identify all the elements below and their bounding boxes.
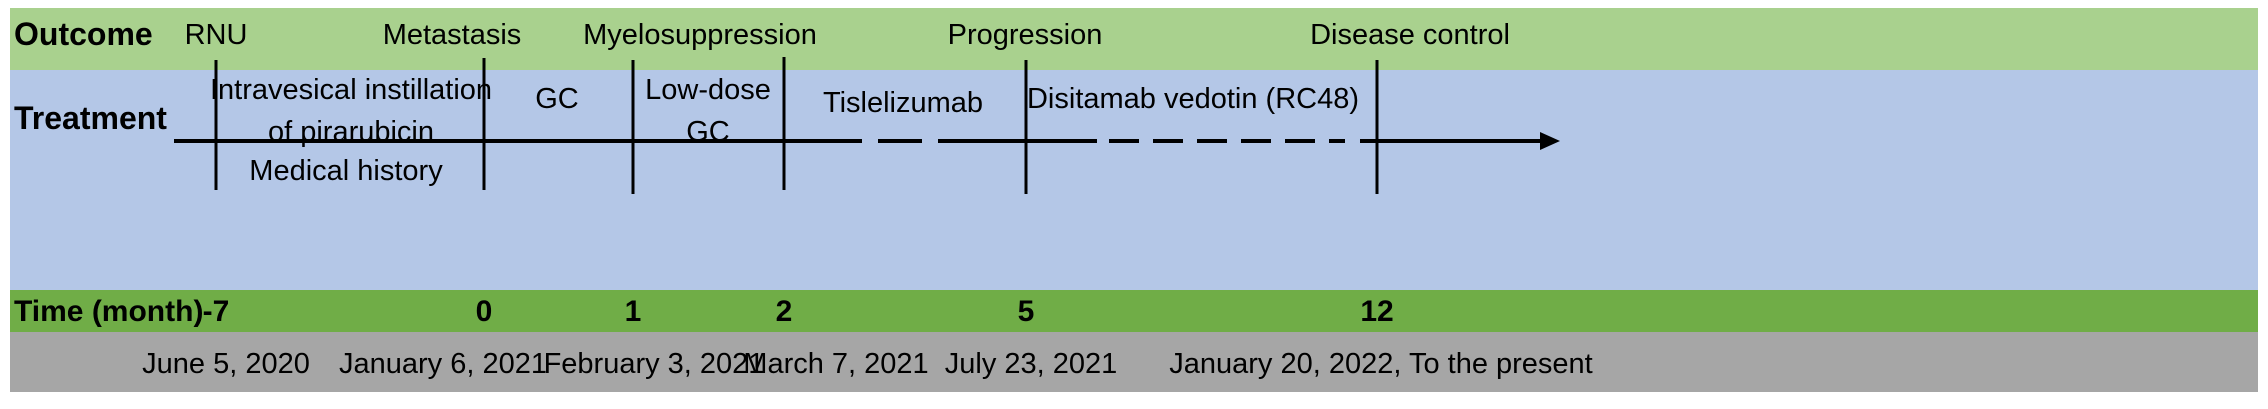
treatment-row-label: Treatment [14,100,167,136]
time-mark-2: 2 [775,295,793,328]
date-january-2021: January 6, 2021 [339,348,547,380]
outcome-myelosuppression: Myelosuppression [583,19,817,51]
date-june-2020: June 5, 2020 [142,348,310,380]
outcome-disease-control: Disease control [1310,19,1510,51]
outcome-band [10,8,2258,70]
date-january-2022: January 20, 2022, To the present [1169,348,1593,380]
time-mark-12: 12 [1360,295,1394,328]
outcome-row-label: Outcome [14,16,153,52]
treatment-medical-history: Medical history [249,155,443,187]
time-band [10,290,2258,332]
time-mark-1: 1 [624,295,642,328]
treatment-disitamab-vedotin: Disitamab vedotin (RC48) [1026,83,1360,115]
treatment-low-dose-gc: Low-dose GC [645,74,771,148]
outcome-progression: Progression [947,19,1103,51]
time-mark-0: 0 [475,295,493,328]
time-mark-5: 5 [1017,295,1035,328]
outcome-rnu: RNU [184,19,248,51]
treatment-gc: GC [535,83,579,115]
date-band [10,332,2258,392]
date-february-2021: February 3, 2021 [543,348,765,380]
axis-arrowhead [1540,132,1560,150]
treatment-tislelizumab: Tislelizumab [822,87,984,119]
time-mark-minus7: -7 [202,295,230,328]
outcome-metastasis: Metastasis [382,19,522,51]
treatment-band [10,70,2258,290]
date-july-2021: July 23, 2021 [944,348,1118,380]
time-row-label: Time (month) [14,295,204,328]
date-march-2021: March 7, 2021 [743,348,929,380]
